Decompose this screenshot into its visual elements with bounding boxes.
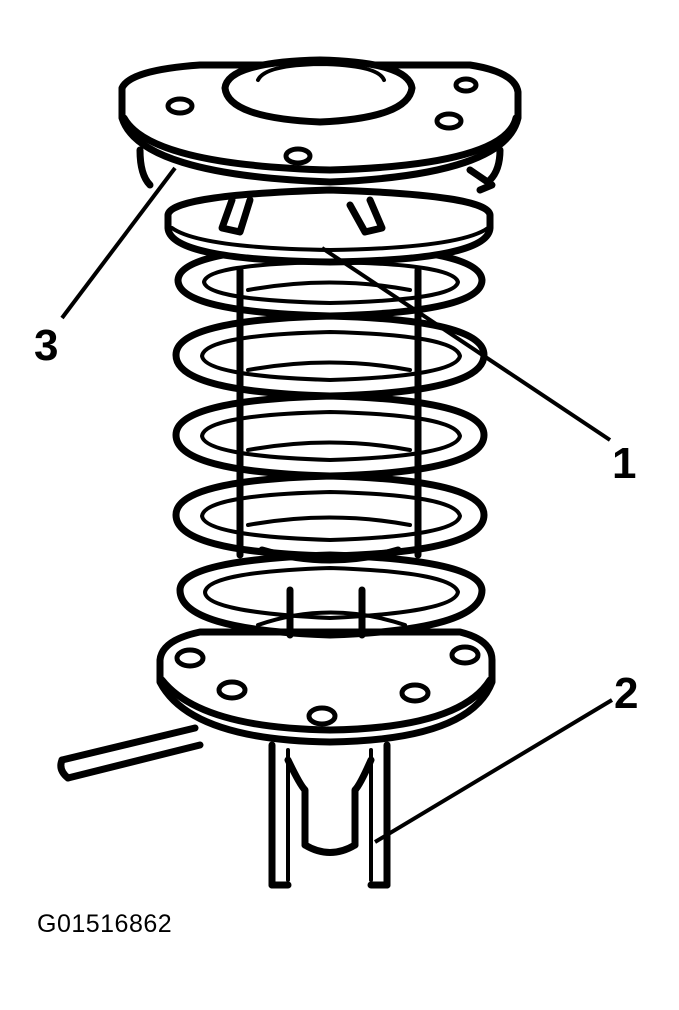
callout-label-3: 3	[34, 321, 58, 370]
callout-1: 1	[320, 246, 636, 488]
callout-3: 3	[34, 166, 177, 370]
callout-label-2: 2	[614, 669, 638, 718]
coil-spring	[172, 241, 488, 639]
upper-spring-seat	[164, 166, 496, 266]
callout-2: 2	[373, 669, 638, 844]
brake-hose	[57, 724, 204, 782]
figure-id: G01516862	[37, 910, 173, 938]
upper-strut-mount	[118, 56, 522, 189]
lower-spring-seat	[156, 628, 496, 746]
shock-absorber-body	[268, 741, 391, 889]
jounce-bumper	[236, 266, 422, 564]
callout-label-1: 1	[612, 439, 636, 488]
piston-rod	[256, 586, 407, 639]
